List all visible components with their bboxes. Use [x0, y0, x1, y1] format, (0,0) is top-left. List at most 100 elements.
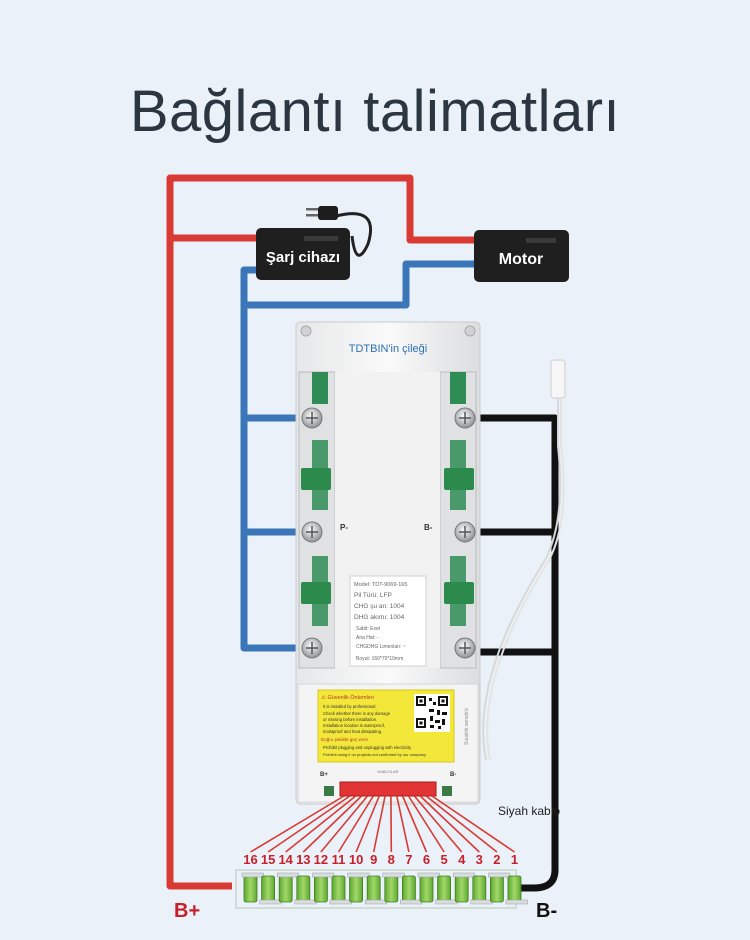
nickel-strip [241, 872, 264, 878]
motor-label: Motor [499, 251, 543, 268]
battery-pack [235, 869, 528, 909]
cell-number: 4 [458, 852, 466, 867]
battery-cell [243, 875, 258, 903]
b-minus-small-label: B- [450, 772, 456, 778]
battery-cell [507, 875, 522, 903]
nickel-strip [294, 899, 317, 905]
battery-cell [437, 875, 452, 903]
cell-number: 13 [296, 852, 310, 867]
cell-number: 3 [476, 852, 483, 867]
nickel-strip [470, 899, 493, 905]
spec-line: Model: TDT-9069-165 [354, 582, 407, 588]
balance-lead [407, 795, 445, 853]
warning-line: Check whether there is any damage [323, 711, 391, 716]
nickel-strip [382, 872, 405, 878]
cell-number: 2 [493, 852, 500, 867]
spec-line: DHG akımı: 1004 [354, 614, 405, 621]
battery-cell [401, 875, 416, 903]
battery-cell [366, 875, 381, 903]
cell-number: 16 [243, 852, 257, 867]
nickel-strip [452, 872, 476, 878]
plug-icon [306, 206, 338, 220]
black-wire [470, 414, 559, 892]
warning-line: Doğru şekilde güç verin [321, 737, 369, 742]
nickel-strip [400, 899, 423, 905]
nickel-strip [417, 872, 440, 878]
motor-box: Motor [474, 230, 569, 282]
p-minus-label: P- [340, 523, 348, 532]
charger-label: Şarj cihazı [266, 249, 340, 266]
balance-lead [401, 795, 428, 853]
warning-line: Installation location is waterproof, [323, 723, 385, 728]
bms-board: TDTBIN'in çileği P- B- [295, 321, 481, 805]
qr-code [414, 694, 450, 732]
warning-title: ⚠ Güvenlik Önlemleri [321, 694, 374, 701]
cell-number: 10 [349, 852, 363, 867]
battery-cell [454, 875, 469, 903]
b-minus-board-label: B- [424, 523, 433, 532]
spec-line: CHGDHG Limenları: ~ [356, 644, 406, 650]
balance-lead [431, 795, 515, 853]
cell-number: 11 [332, 852, 346, 867]
cell-number: 1 [511, 852, 518, 867]
b-minus-terminal-label: B- [536, 900, 557, 922]
nickel-strip [505, 899, 528, 905]
cell-number: 9 [370, 852, 377, 867]
battery-cell [489, 875, 504, 903]
battery-cell [313, 875, 328, 903]
battery-cell [296, 875, 311, 903]
balance-lead [419, 795, 480, 853]
board-brand: TDTBIN'in çileği [349, 343, 428, 355]
balance-lead [250, 795, 345, 853]
battery-cell [472, 875, 487, 903]
warning-line: moistproof and heat dissipating. [323, 729, 382, 734]
spec-line: Sabit: Evet [356, 626, 381, 632]
nickel-strip [276, 872, 300, 878]
nickel-strip [329, 899, 352, 905]
balance-lead [285, 795, 357, 853]
nickel-strip [259, 899, 282, 905]
balance-lead [337, 795, 375, 853]
warning-line: Prohibit using it on projects not confir… [323, 752, 426, 757]
b-plus-small-label: B+ [320, 772, 328, 778]
page-title: Bağlantı talimatları [129, 79, 621, 144]
cell-number: 7 [405, 852, 412, 867]
spec-line: Pil Türü: LFP [354, 592, 392, 599]
blue-wire [240, 260, 480, 652]
nickel-strip [488, 872, 511, 878]
red-wire [166, 174, 480, 890]
balance-lead [355, 795, 380, 853]
nickel-strip [312, 872, 335, 878]
battery-cell [419, 875, 434, 903]
balance-leads [250, 795, 515, 853]
nickel-strip [364, 899, 388, 905]
temperature-sensor [482, 359, 566, 761]
b-plus-terminal-label: B+ [174, 900, 200, 922]
cell-number: 5 [440, 852, 447, 867]
balance-lead [267, 795, 351, 853]
cell-number: 14 [278, 852, 293, 867]
spec-label: Model: TDT-9069-165 Pil Türü: LFP CHG şu… [354, 582, 407, 662]
battery-cell [349, 875, 364, 903]
cell-number: 15 [261, 852, 275, 867]
battery-cell [384, 875, 399, 903]
balance-lead [396, 795, 410, 853]
nickel-strip [347, 872, 370, 878]
cell-number: 12 [314, 852, 328, 867]
balance-connector [339, 781, 437, 797]
balance-lead [372, 795, 386, 853]
cell-number: 8 [388, 852, 395, 867]
nickel-strip [435, 899, 458, 905]
cell-number: 6 [423, 852, 430, 867]
spec-line: CHG şu an: 1004 [354, 603, 405, 610]
spec-line: Ana Hat: - [356, 635, 379, 641]
black-cable-label: Siyah kablo [498, 804, 560, 818]
balance-lead [320, 795, 369, 853]
warning-line: or missing before installation. [323, 717, 377, 722]
battery-cell [278, 875, 293, 903]
balance-lead [302, 795, 363, 853]
warning-line: Prohibit plugging and unplugging with el… [323, 745, 412, 750]
